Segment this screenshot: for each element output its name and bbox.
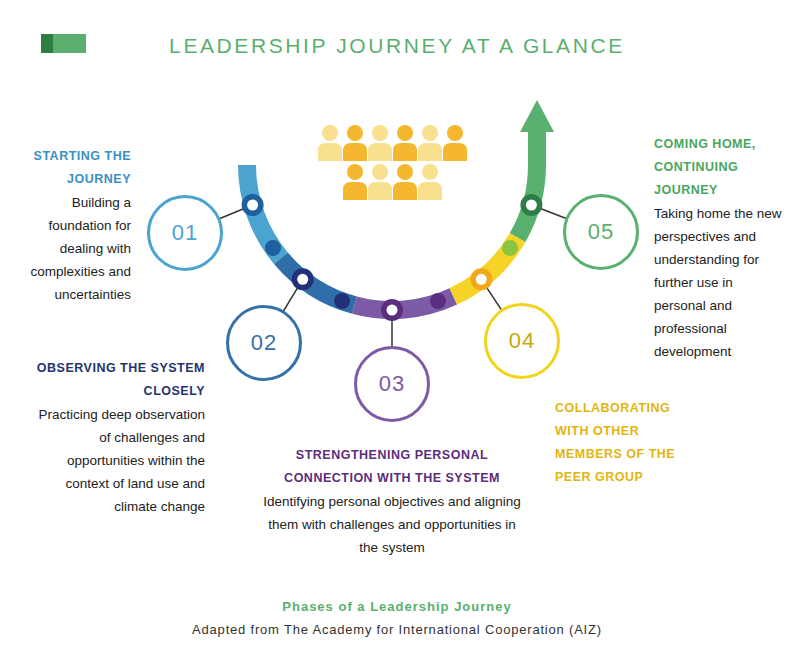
title-icon <box>53 34 86 53</box>
arc-dot <box>502 240 518 256</box>
phase-heading: STARTING THE JOURNEY <box>20 145 131 191</box>
phase-body: Practicing deep observation of challenge… <box>25 403 205 518</box>
phase-dot-center <box>387 305 398 316</box>
diagram-title: LEADERSHIP JOURNEY AT A GLANCE <box>0 34 794 58</box>
phase-description: COLLABORATING WITH OTHER MEMBERS OF THE … <box>555 397 705 489</box>
phase-dot-center <box>526 200 537 211</box>
person-head <box>372 164 388 180</box>
person-head <box>447 125 463 141</box>
callout-number: 03 <box>379 371 405 397</box>
person-head <box>397 164 413 180</box>
phase-description: STRENGTHENING PERSONAL CONNECTION WITH T… <box>262 444 522 559</box>
person-body <box>418 182 442 200</box>
person-head <box>422 125 438 141</box>
person-body <box>318 143 342 161</box>
phase-body: Building a foundation for dealing with c… <box>20 191 131 306</box>
title-icon <box>41 34 53 53</box>
phase-dot <box>520 194 542 216</box>
phase-description: OBSERVING THE SYSTEM CLOSELYPracticing d… <box>25 357 205 518</box>
callout-number: 04 <box>509 328 535 354</box>
people-group <box>318 125 467 200</box>
phase-dot <box>381 299 403 321</box>
source-note: Adapted from The Academy for Internation… <box>0 622 794 637</box>
person-body <box>343 182 367 200</box>
person-body <box>368 182 392 200</box>
arc-dot <box>265 240 281 256</box>
phase-circle: 04COLLABORATING WITH OTHER MEMBERS OF TH… <box>484 303 560 379</box>
callout-number: 05 <box>588 219 614 245</box>
person-head <box>422 164 438 180</box>
person-head <box>347 164 363 180</box>
person-head <box>347 125 363 141</box>
phase-circle: 03STRENGTHENING PERSONAL CONNECTION WITH… <box>354 346 430 422</box>
phase-description: STARTING THE JOURNEYBuilding a foundatio… <box>20 145 131 306</box>
phase-dot <box>292 268 314 290</box>
person-head <box>397 125 413 141</box>
phase-heading: COMING HOME, CONTINUING JOURNEY <box>654 133 786 202</box>
person-body <box>343 143 367 161</box>
phase-dot <box>242 194 264 216</box>
phase-dot-center <box>476 274 487 285</box>
person-head <box>322 125 338 141</box>
arrow-head <box>520 100 554 132</box>
phase-heading: OBSERVING THE SYSTEM CLOSELY <box>25 357 205 403</box>
phase-dot-center <box>247 200 258 211</box>
person-body <box>418 143 442 161</box>
arc-dots <box>242 194 543 321</box>
diagram-caption: Phases of a Leadership Journey <box>0 599 794 614</box>
person-body <box>393 182 417 200</box>
person-body <box>393 143 417 161</box>
phase-dot <box>470 268 492 290</box>
phase-heading: COLLABORATING WITH OTHER MEMBERS OF THE … <box>555 397 705 489</box>
phase-description: COMING HOME, CONTINUING JOURNEYTaking ho… <box>654 133 786 363</box>
phase-body: Taking home the new perspectives and und… <box>654 202 786 363</box>
journey-arc <box>247 128 537 310</box>
phase-circle: 01STARTING THE JOURNEYBuilding a foundat… <box>147 195 223 271</box>
person-body <box>443 143 467 161</box>
callout-number: 02 <box>251 330 277 356</box>
phase-heading: STRENGTHENING PERSONAL CONNECTION WITH T… <box>262 444 522 490</box>
arc-dot <box>334 293 350 309</box>
phase-dot-center <box>297 274 308 285</box>
callout-number: 01 <box>172 220 198 246</box>
person-head <box>372 125 388 141</box>
person-body <box>368 143 392 161</box>
arc-dot <box>430 293 446 309</box>
phase-body: Identifying personal objectives and alig… <box>262 490 522 559</box>
phase-circle: 02OBSERVING THE SYSTEM CLOSELYPracticing… <box>226 305 302 381</box>
phase-circle: 05COMING HOME, CONTINUING JOURNEYTaking … <box>563 194 639 270</box>
